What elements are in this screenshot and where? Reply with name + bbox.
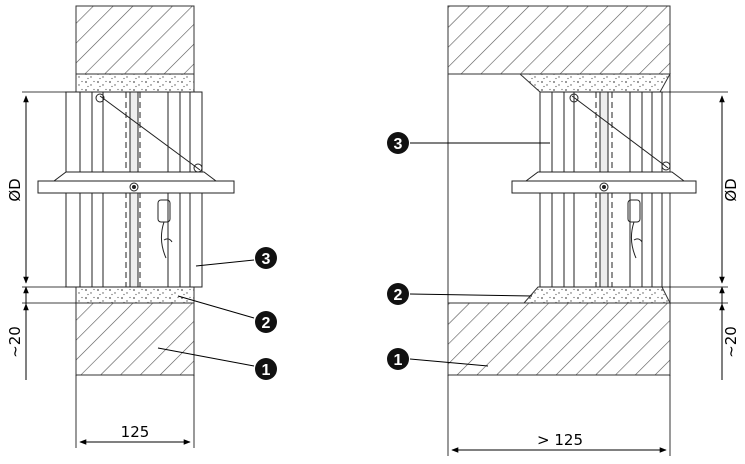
left-mortar-bottom [75, 286, 195, 304]
left-mortar-top [75, 73, 195, 93]
left-callout-2: 2 [177, 295, 277, 333]
left-view: ØD ~20 125 3 2 [6, 5, 277, 448]
right-damper [511, 91, 697, 288]
right-mortar-top [518, 73, 671, 93]
left-callout-3: 3 [195, 247, 277, 269]
svg-text:2: 2 [262, 315, 271, 332]
svg-text:1: 1 [394, 352, 403, 369]
svg-text:1: 1 [262, 362, 271, 379]
right-gap-label: ~20 [722, 326, 740, 358]
svg-text:3: 3 [262, 251, 271, 268]
left-diameter-label: ØD [6, 178, 24, 201]
left-depth-label: 125 [121, 423, 150, 441]
svg-text:2: 2 [394, 287, 403, 304]
left-wall-top [75, 5, 195, 75]
right-wall-bottom [447, 302, 671, 376]
right-mortar-bottom [522, 286, 671, 304]
left-gap-dim: ~20 [6, 286, 76, 380]
right-callout-2: 2 [387, 283, 533, 305]
left-callout-1: 1 [157, 347, 277, 380]
right-gap-dim: ~20 [670, 286, 740, 380]
right-view: ØD ~20 > 125 3 2 [387, 5, 740, 456]
left-diameter-dim: ØD [6, 91, 66, 288]
left-damper [37, 91, 235, 288]
right-callout-1: 1 [387, 348, 489, 370]
right-depth-label: > 125 [537, 431, 583, 449]
left-gap-label: ~20 [6, 326, 24, 358]
right-depth-dim: > 125 [447, 375, 671, 456]
right-wall-top [447, 5, 671, 75]
right-diameter-label: ØD [722, 178, 740, 201]
left-depth-dim: 125 [75, 375, 195, 448]
right-diameter-dim: ØD [662, 91, 740, 288]
svg-text:3: 3 [394, 136, 403, 153]
left-wall-bottom [75, 302, 195, 376]
right-callout-3: 3 [387, 132, 550, 154]
